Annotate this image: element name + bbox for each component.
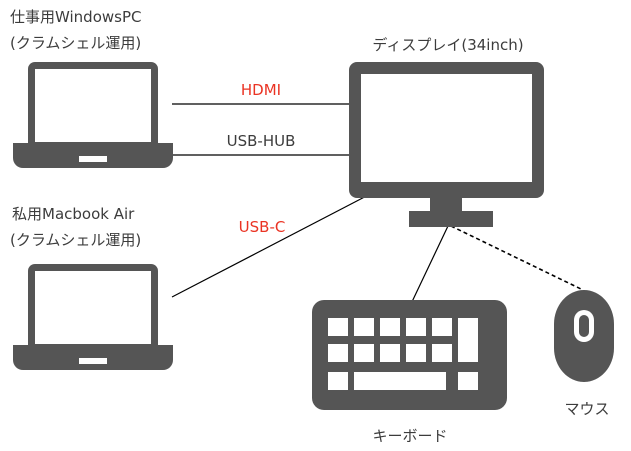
display-label: ディスプレイ(34inch) (372, 36, 524, 54)
laptop-icon (13, 264, 173, 370)
keyboard-key (432, 344, 452, 362)
keyboard-key (354, 372, 446, 390)
usb-c-label: USB-C (238, 218, 286, 236)
hdmi-label: HDMI (240, 81, 282, 99)
private-laptop-label-line1: 私用Macbook Air (12, 205, 135, 223)
mouse-icon (554, 290, 614, 382)
laptop-icon (13, 62, 173, 168)
work-laptop-label-line2: (クラムシェル運用) (10, 34, 142, 52)
keyboard-key (406, 318, 426, 336)
keyboard-key (432, 318, 452, 336)
work-laptop-label-line1: 仕事用WindowsPC (10, 8, 142, 26)
keyboard-key (406, 344, 426, 362)
keyboard-key (328, 318, 348, 336)
keyboard-key (354, 344, 374, 362)
keyboard-line (409, 225, 449, 307)
keyboard-key (458, 372, 478, 390)
keyboard-icon (312, 300, 507, 410)
mouse-label: マウス (564, 400, 610, 418)
keyboard-key (458, 318, 478, 362)
keyboard-label: キーボード (372, 427, 448, 445)
keyboard-key (380, 318, 400, 336)
keyboard-key (380, 344, 400, 362)
monitor-icon (349, 62, 544, 227)
private-laptop-label-line2: (クラムシェル運用) (10, 231, 142, 249)
usb-c-line (171, 189, 379, 298)
mouse-line (450, 225, 584, 291)
usb-hub-label: USB-HUB (226, 132, 296, 150)
keyboard-key (328, 372, 348, 390)
keyboard-key (354, 318, 374, 336)
keyboard-key (328, 344, 348, 362)
